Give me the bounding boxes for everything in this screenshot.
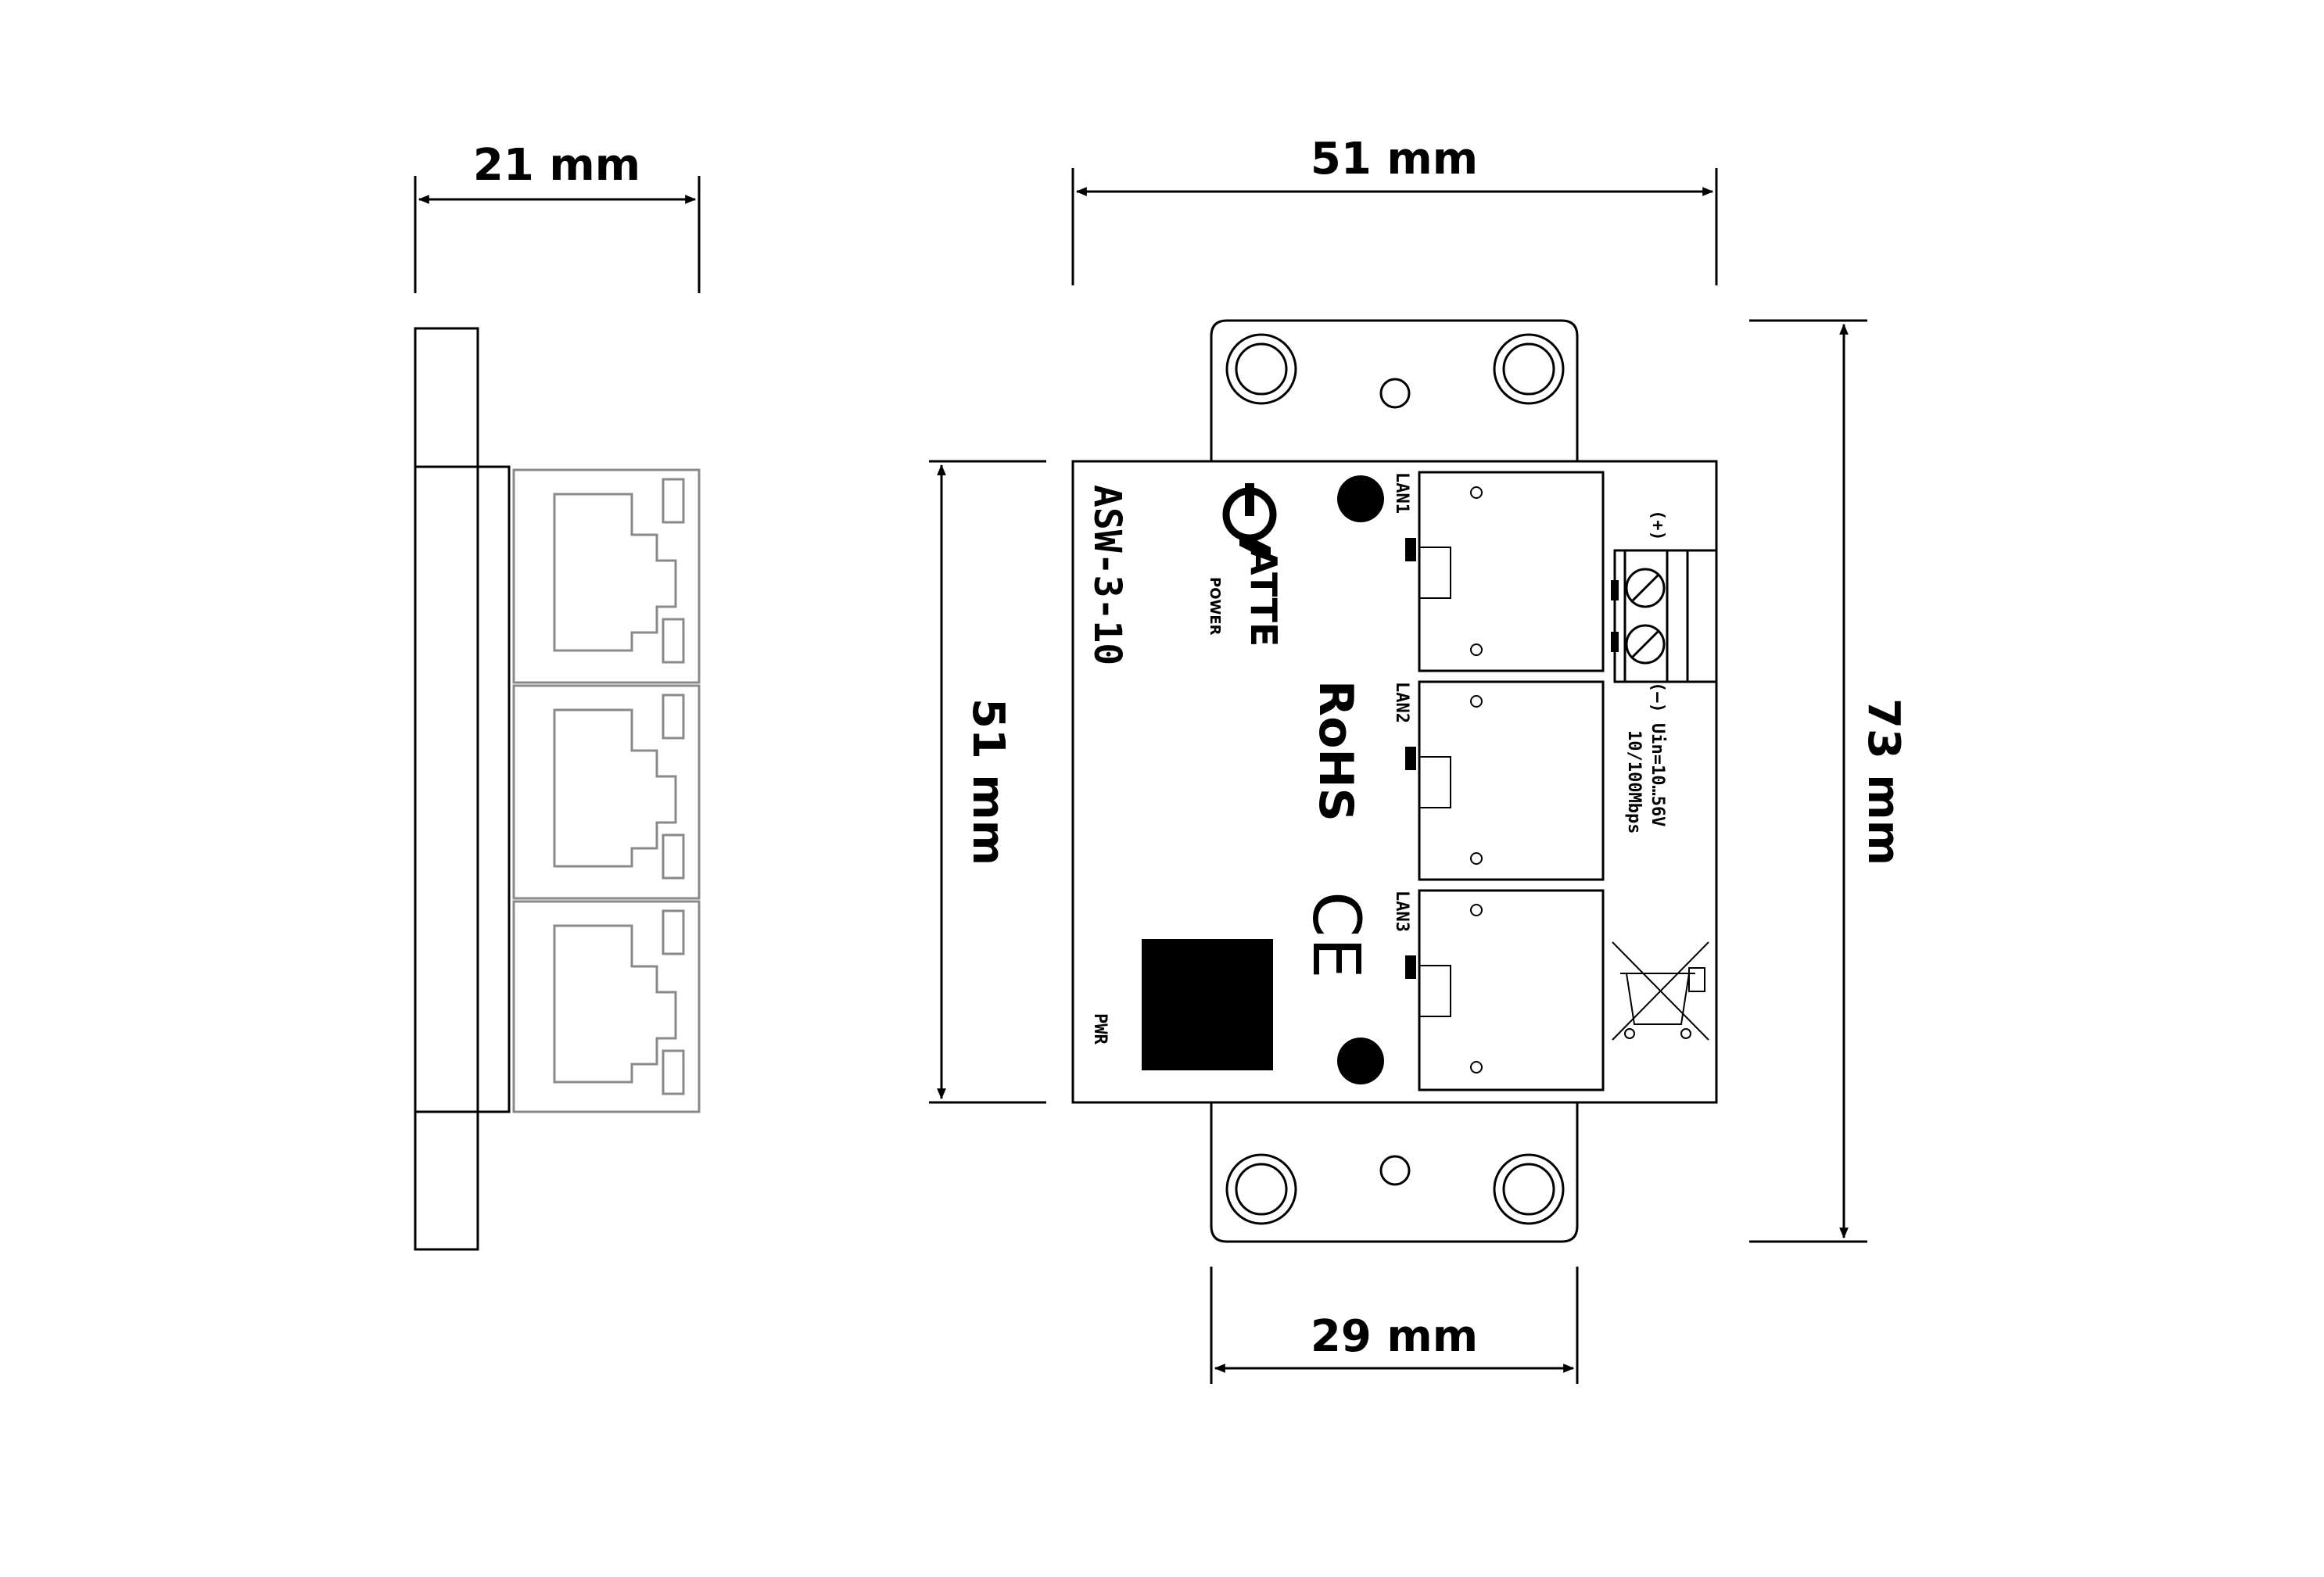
lan2-label: LAN2: [1392, 682, 1411, 723]
terminal-plus-label: (+): [1648, 510, 1667, 541]
side-view: 21 mm: [414, 140, 701, 1251]
dim-board-height: 51 mm: [929, 460, 1046, 1104]
dim-label-board-height: 51 mm: [963, 698, 1013, 866]
side-body: [414, 465, 511, 1113]
dim-side-depth: 21 mm: [414, 140, 701, 293]
mount-hole-top-right: [1493, 333, 1565, 405]
dim-label-top-width: 51 mm: [1311, 134, 1478, 185]
top-mounting-tab: [1210, 319, 1579, 461]
pin-hole-bottom: [1379, 1155, 1411, 1186]
dim-mount-width: 29 mm: [1210, 1267, 1579, 1384]
lan-port-3: LAN3: [1392, 889, 1605, 1091]
power-module: [1142, 939, 1273, 1070]
led-bottom: [1337, 1038, 1384, 1084]
ce-label: CE: [1298, 891, 1375, 979]
mount-hole-bottom-right: [1493, 1153, 1565, 1225]
side-port-1: [512, 468, 701, 684]
side-port-2: [512, 684, 701, 900]
dim-label-mount-width: 29 mm: [1311, 1311, 1478, 1362]
pcb-board: [1071, 460, 1718, 1104]
weee-crossed-bin-icon: [1612, 941, 1709, 1041]
brand-sub-label: POWER: [1207, 577, 1223, 636]
dim-total-height: 73 mm: [1749, 319, 1909, 1243]
mount-hole-top-left: [1225, 333, 1297, 405]
brand-main-label: ATTE: [1243, 547, 1285, 647]
pwr-label: PWR: [1090, 1013, 1110, 1045]
dim-top-width: 51 mm: [1071, 134, 1718, 285]
atte-logo-icon: ATTE POWER: [1207, 483, 1285, 647]
lan1-label: LAN1: [1392, 472, 1411, 514]
rohs-label: RoHS: [1308, 680, 1363, 822]
lan-port-1: LAN1: [1392, 471, 1605, 672]
ce-mark-icon: CE: [1298, 891, 1375, 979]
pin-hole-top: [1379, 378, 1411, 409]
dim-label-total-height: 73 mm: [1858, 698, 1909, 866]
terminal-minus-label: (–) Uin=10…56V: [1648, 682, 1667, 826]
dim-label-side-depth: 21 mm: [473, 140, 640, 191]
bottom-mounting-tab: [1210, 1102, 1579, 1243]
lan-port-2: LAN2: [1392, 680, 1605, 881]
screw-terminal-icon: [1611, 549, 1718, 683]
front-view: 51 mm 51 mm 73 mm 29 mm: [929, 134, 1909, 1384]
led-top: [1337, 475, 1384, 522]
model-label: ASW-3-10: [1085, 485, 1129, 665]
mount-hole-bottom-left: [1225, 1153, 1297, 1225]
lan3-label: LAN3: [1392, 891, 1411, 932]
speed-label: 10/100Mbps: [1624, 730, 1644, 833]
side-port-3: [512, 900, 701, 1113]
